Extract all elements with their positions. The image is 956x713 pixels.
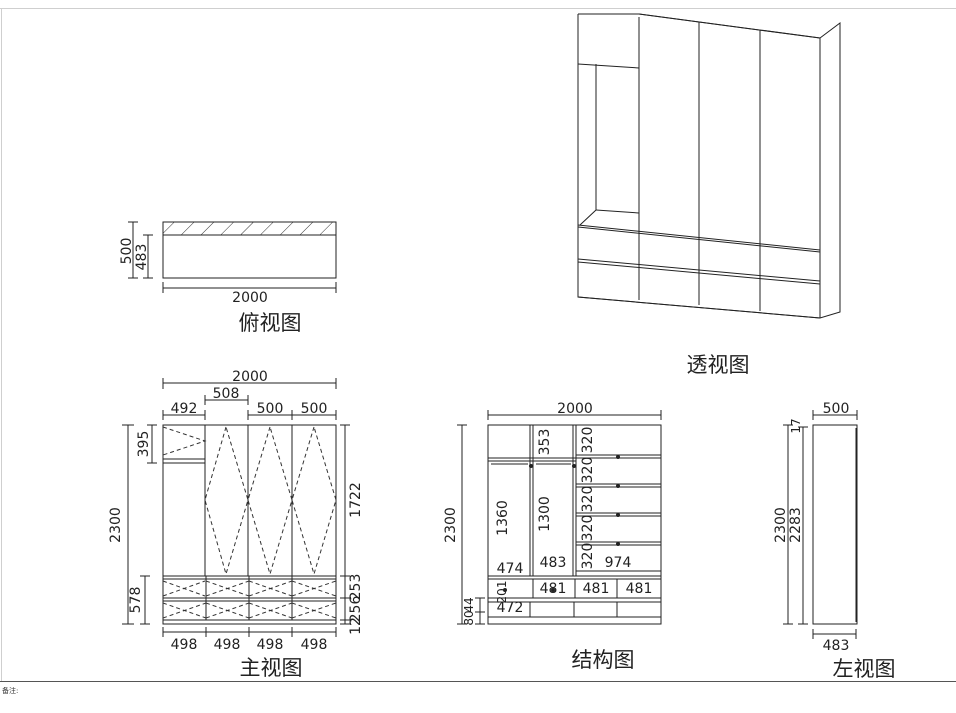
footer-divider <box>0 681 956 682</box>
structure-w483-label: 483 <box>540 555 567 571</box>
structure-drawer-w3: 481 <box>626 581 653 597</box>
structure-col1-height: 1360 <box>495 500 511 536</box>
left-view-title: 左视图 <box>833 657 896 681</box>
left-view <box>783 410 858 639</box>
structure-drawer-w2: 481 <box>583 581 610 597</box>
top-width-label: 2000 <box>232 290 268 306</box>
top-view-hatch <box>162 221 337 236</box>
front-top-width-2: 500 <box>257 401 284 417</box>
left-height-inner-label: 2283 <box>788 507 804 543</box>
remark-label: 备注: <box>2 687 19 695</box>
structure-shelf-2: 320 <box>580 457 596 484</box>
sheet-left-border <box>1 8 2 682</box>
left-top-gap-label: 17 <box>789 418 803 433</box>
structure-shelf-4: 320 <box>580 515 596 542</box>
front-right-d3-label: 12 <box>348 617 364 635</box>
technical-drawing: 500 483 2000 俯视图 透视图 2000 508 492 500 50… <box>108 13 896 681</box>
front-height-top-label: 395 <box>136 431 152 458</box>
structure-h44-label: 44 <box>462 597 476 612</box>
perspective-view <box>577 13 841 319</box>
structure-view <box>457 410 662 625</box>
front-bottom-width-4: 498 <box>301 637 328 653</box>
front-height-bottom-label: 578 <box>128 587 144 614</box>
front-top-width-3: 500 <box>301 401 328 417</box>
top-depth-inner-label: 483 <box>134 244 150 271</box>
structure-top-box-label: 353 <box>537 429 553 456</box>
structure-w974-label: 974 <box>605 555 632 571</box>
left-height-total-label: 2300 <box>773 507 789 543</box>
front-top-width-1: 492 <box>171 401 198 417</box>
structure-shelf-5: 320 <box>580 543 596 570</box>
front-right-d2-label: 256 <box>348 596 364 623</box>
front-bottom-width-3: 498 <box>257 637 284 653</box>
front-bottom-width-2: 498 <box>214 637 241 653</box>
front-right-d1-label: 253 <box>348 574 364 601</box>
left-depth-inner-label: 483 <box>823 638 850 654</box>
structure-view-title: 结构图 <box>572 648 635 672</box>
top-view-title: 俯视图 <box>239 311 302 335</box>
front-right-door-label: 1722 <box>348 482 364 518</box>
structure-total-width-label: 2000 <box>557 401 593 417</box>
front-view-outline <box>162 424 337 625</box>
front-total-width-label: 2000 <box>232 369 268 385</box>
front-bottom-width-1: 498 <box>171 637 198 653</box>
left-view-outline <box>812 424 858 625</box>
top-view <box>128 221 337 293</box>
structure-h80-label: 80 <box>462 610 476 625</box>
structure-col2-height: 1300 <box>537 496 553 532</box>
structure-shelf-3: 320 <box>580 486 596 513</box>
front-mid-width-label: 508 <box>213 386 240 402</box>
left-depth-total-label: 500 <box>823 401 850 417</box>
structure-height-total-label: 2300 <box>443 507 459 543</box>
top-depth-total-label: 500 <box>119 238 135 265</box>
structure-drawer-w1: 481 <box>540 581 567 597</box>
structure-outline <box>487 424 662 625</box>
sheet-top-border <box>0 8 956 9</box>
front-height-total-label: 2300 <box>108 507 124 543</box>
front-view <box>122 378 350 637</box>
structure-shelf-1: 320 <box>580 427 596 454</box>
front-view-title: 主视图 <box>240 656 303 680</box>
perspective-view-title: 透视图 <box>687 353 750 377</box>
structure-drawer-height: 201 <box>495 581 509 604</box>
structure-w474-label: 474 <box>497 561 524 577</box>
structure-w472-label: 472 <box>497 600 524 616</box>
